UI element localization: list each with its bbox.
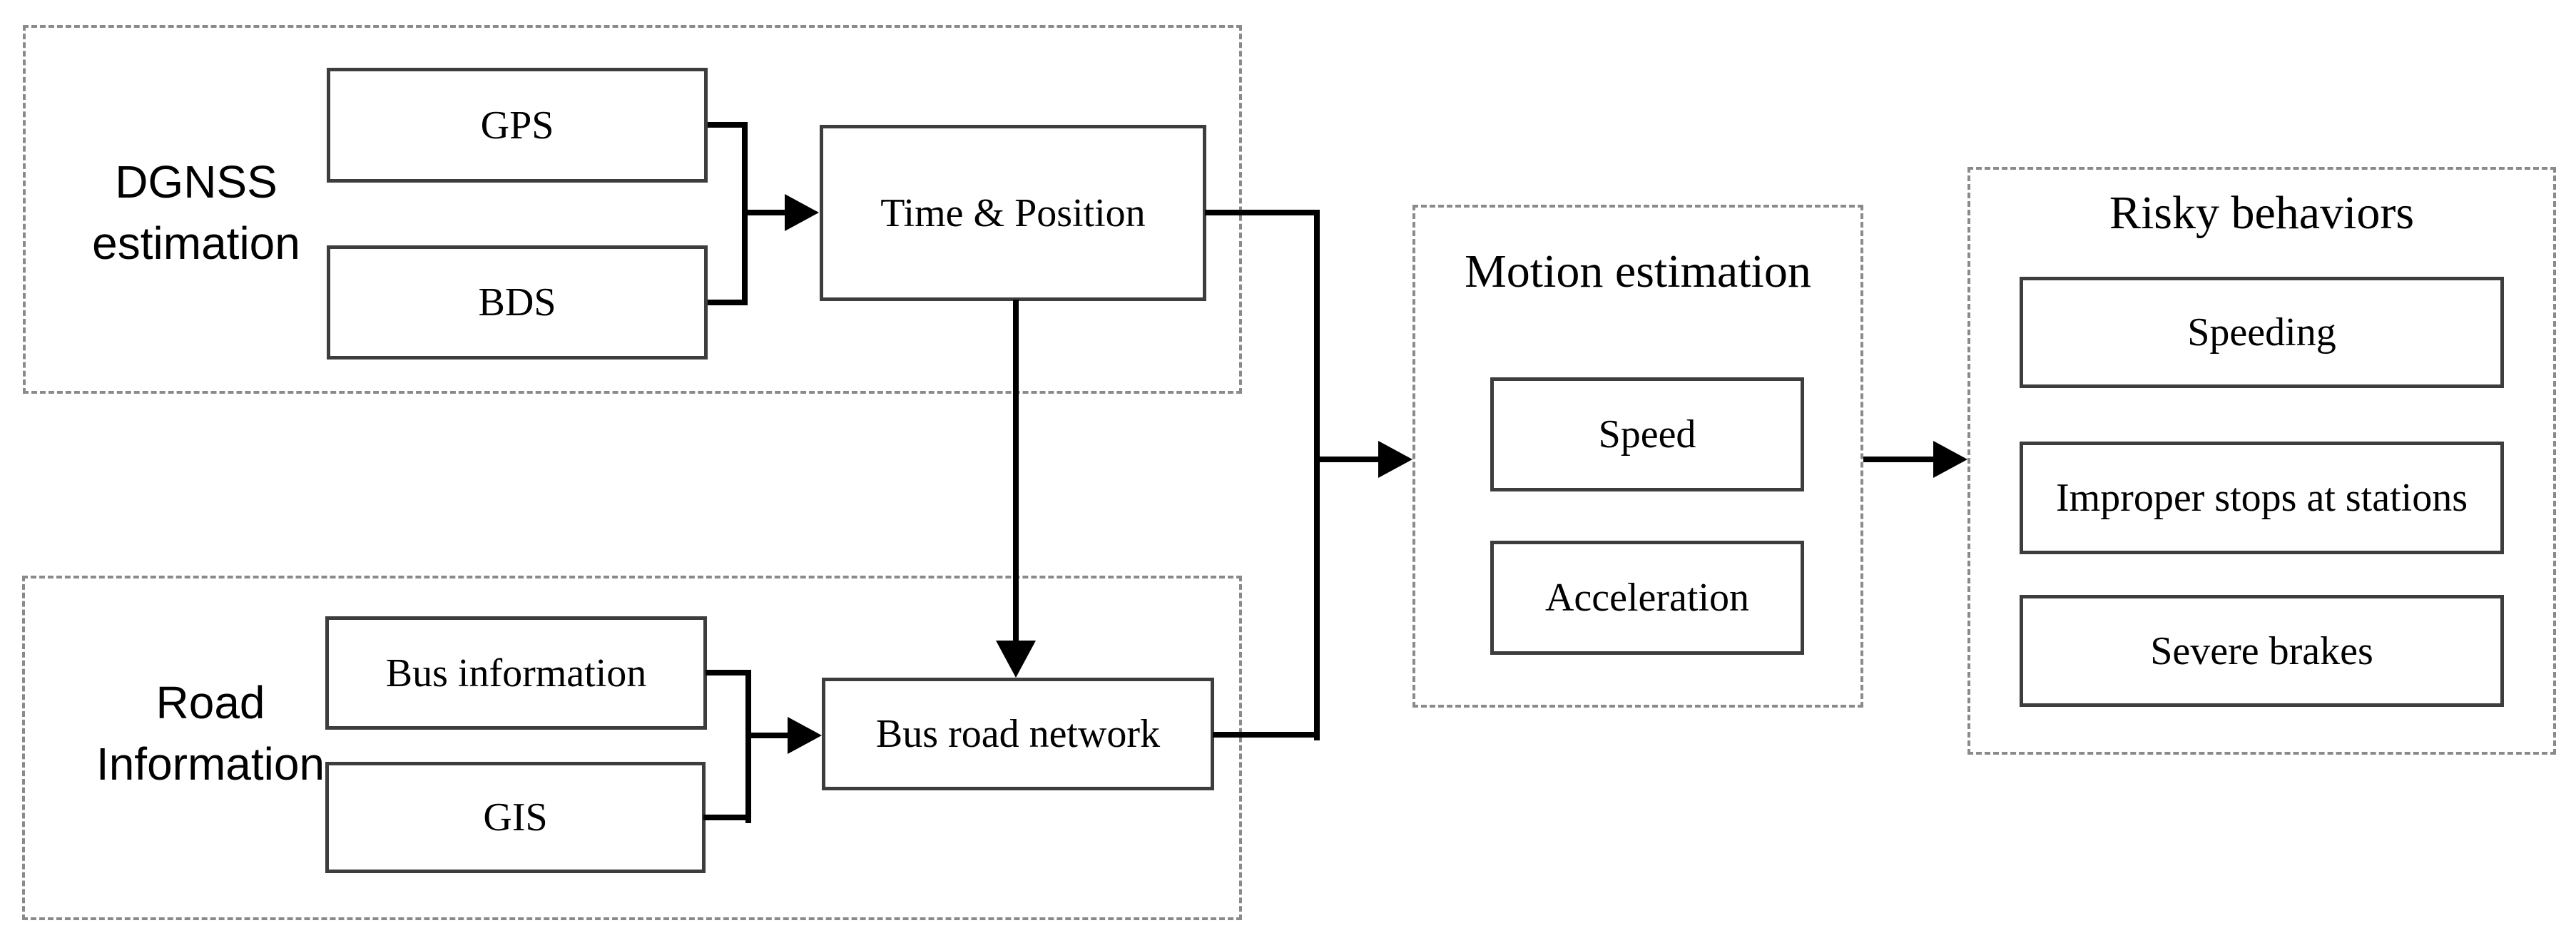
road-label-line1: Road <box>156 677 265 728</box>
speed-node: Speed <box>1490 377 1804 491</box>
connector-to-time-position <box>745 210 789 215</box>
road-information-group-box <box>22 576 1242 920</box>
speeding-node: Speeding <box>2020 277 2504 388</box>
connector-bus-road-network-right <box>1213 732 1317 738</box>
arrowhead-into-bus-road-network-left <box>788 717 822 754</box>
connector-bds-out <box>708 300 748 305</box>
road-information-group-label: Road Information <box>39 672 382 795</box>
bus-road-network-node: Bus road network <box>822 678 1214 790</box>
bus-information-node: Bus information <box>325 616 707 730</box>
motion-estimation-group-box <box>1412 205 1863 708</box>
bds-node: BDS <box>327 245 708 360</box>
connector-bus-information-out <box>706 670 751 676</box>
connector-to-risky-behaviors <box>1863 457 1936 462</box>
connector-gis-out <box>703 815 751 820</box>
connector-businfo-gis-bracket <box>745 670 751 823</box>
risky-behaviors-group-box <box>1967 167 2556 755</box>
arrowhead-into-time-position <box>785 194 819 231</box>
arrowhead-into-bus-road-network-top <box>996 641 1036 678</box>
connector-time-position-down <box>1013 300 1019 642</box>
connector-merge-vertical <box>1314 210 1320 740</box>
connector-to-motion-estimation <box>1317 457 1380 462</box>
acceleration-node: Acceleration <box>1490 541 1804 655</box>
dgnss-label-line2: estimation <box>92 218 300 269</box>
connector-to-bus-road-network <box>748 733 791 738</box>
connector-gps-out <box>708 122 748 128</box>
dgnss-label-line1: DGNSS <box>115 156 278 208</box>
time-position-node: Time & Position <box>820 125 1206 301</box>
dgnss-group-box <box>23 25 1242 394</box>
gis-node: GIS <box>325 762 706 873</box>
arrowhead-into-motion-estimation <box>1378 441 1412 478</box>
arrowhead-into-risky-behaviors <box>1933 441 1967 478</box>
dgnss-group-label: DGNSS estimation <box>43 151 350 274</box>
risky-behaviors-title: Risky behaviors <box>2109 187 2415 239</box>
improper-stops-node: Improper stops at stations <box>2020 442 2504 554</box>
road-label-line2: Information <box>96 738 325 790</box>
motion-estimation-title: Motion estimation <box>1465 245 1811 297</box>
connector-time-position-right <box>1205 210 1317 215</box>
severe-brakes-node: Severe brakes <box>2020 595 2504 707</box>
gps-node: GPS <box>327 68 708 183</box>
